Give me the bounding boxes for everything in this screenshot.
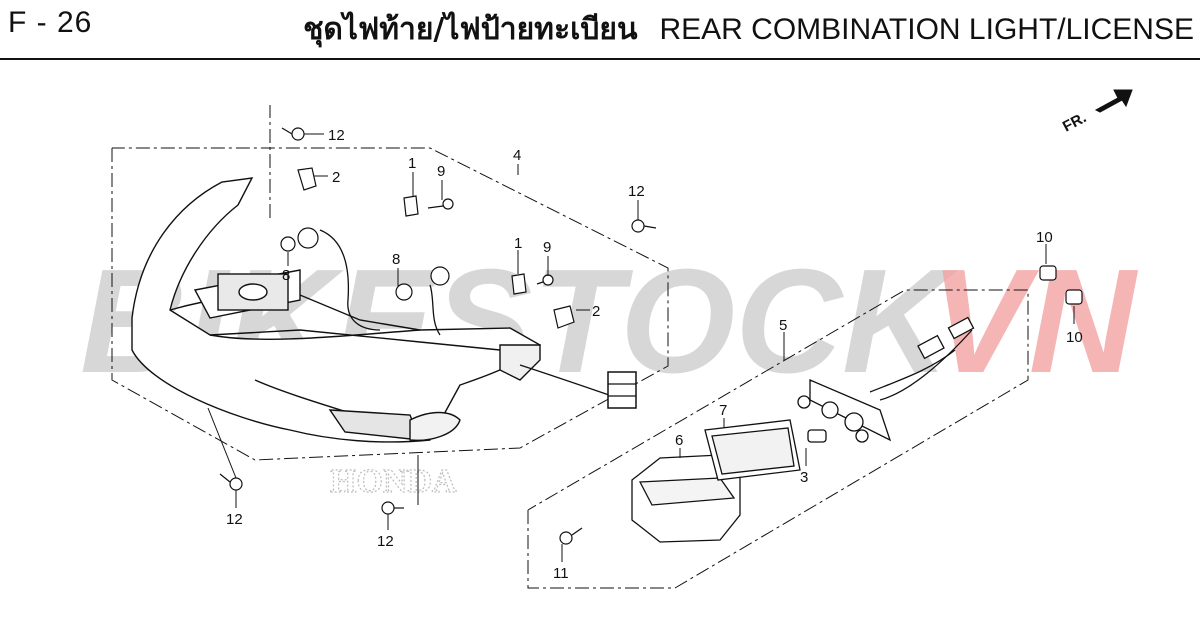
callout-12-bottom: 12 <box>377 533 394 550</box>
leader-lines <box>207 133 1075 562</box>
callout-9-mid: 9 <box>543 239 551 256</box>
callout-10-bottom: 10 <box>1066 329 1083 346</box>
callout-5: 5 <box>779 317 787 334</box>
callout-7: 7 <box>719 402 727 419</box>
license-light <box>631 316 975 543</box>
front-direction-marker: FR. <box>1060 89 1133 136</box>
page-title: ชุดไฟท้าย/ไฟป้ายทะเบียน REAR COMBINATION … <box>303 6 1194 53</box>
arrow-icon <box>1094 89 1133 113</box>
callout-8-mid: 8 <box>392 251 400 268</box>
callouts: 12 2 1 9 4 12 8 8 1 9 2 5 10 10 7 6 3 12… <box>226 127 1083 582</box>
wire-harness <box>319 229 637 409</box>
title-english: REAR COMBINATION LIGHT/LICENSE <box>659 13 1194 46</box>
bulb-sockets <box>280 167 575 329</box>
assembly-outline-5 <box>527 289 1029 589</box>
callout-12-right: 12 <box>628 183 645 200</box>
assembly-outline-4 <box>111 105 669 461</box>
page-code: F - 26 <box>8 6 93 39</box>
header: F - 26 ชุดไฟท้าย/ไฟป้ายทะเบียน REAR COMBI… <box>0 0 1200 60</box>
screws <box>219 127 1083 545</box>
callout-10-top: 10 <box>1036 229 1053 246</box>
callout-1-top: 1 <box>408 155 416 172</box>
callout-12-bottom-left: 12 <box>226 511 243 528</box>
callout-12-top: 12 <box>328 127 345 144</box>
header-rule <box>0 58 1200 60</box>
callout-9-top: 9 <box>437 163 445 180</box>
callout-2-mid: 2 <box>592 303 600 320</box>
callout-2-top: 2 <box>332 169 340 186</box>
callout-11: 11 <box>553 565 569 582</box>
callout-3: 3 <box>800 469 808 486</box>
watermark-maker: HONDA <box>330 463 457 500</box>
callout-1-mid: 1 <box>514 235 522 252</box>
title-thai: ชุดไฟท้าย/ไฟป้ายทะเบียน <box>303 12 638 47</box>
callout-6: 6 <box>675 432 683 449</box>
front-direction-label: FR. <box>1060 109 1089 135</box>
callout-8-left: 8 <box>282 267 290 284</box>
callout-4: 4 <box>513 147 521 164</box>
tail-light-cowl <box>131 177 542 443</box>
